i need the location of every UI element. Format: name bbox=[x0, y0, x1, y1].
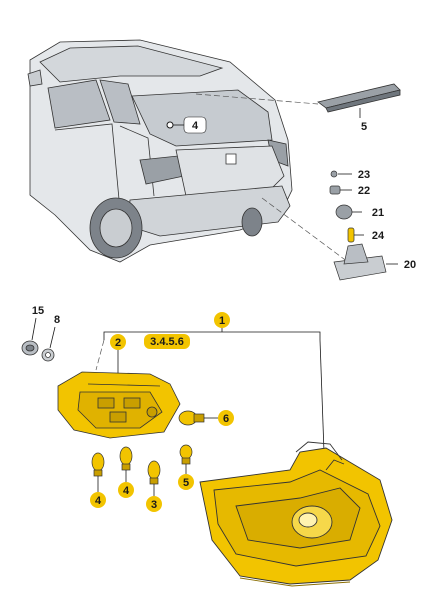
callout-21: 21 bbox=[352, 207, 384, 219]
svg-text:21: 21 bbox=[372, 207, 384, 219]
svg-text:22: 22 bbox=[358, 185, 370, 197]
washer-7 bbox=[41, 348, 55, 362]
svg-text:4: 4 bbox=[123, 485, 130, 497]
svg-text:20: 20 bbox=[404, 259, 416, 271]
svg-text:3.4.5.6: 3.4.5.6 bbox=[150, 336, 184, 348]
tail-lamp bbox=[199, 441, 393, 587]
callout-23: 23 bbox=[338, 169, 370, 181]
callout-15-label: 5 bbox=[361, 121, 367, 133]
callout-3: 3 bbox=[146, 484, 162, 512]
svg-text:24: 24 bbox=[372, 230, 385, 242]
bulb-carrier bbox=[57, 371, 181, 439]
callout-20: 20 bbox=[386, 259, 416, 271]
svg-text:5: 5 bbox=[183, 477, 189, 489]
brake-light-strip bbox=[317, 83, 401, 113]
svg-text:6: 6 bbox=[223, 413, 229, 425]
callout-24: 24 bbox=[354, 230, 385, 242]
svg-text:2: 2 bbox=[115, 337, 121, 349]
svg-text:1: 1 bbox=[219, 315, 225, 327]
callout-16-label: 4 bbox=[192, 120, 199, 132]
svg-text:23: 23 bbox=[358, 169, 370, 181]
car-illustration bbox=[27, 39, 293, 263]
bulb-6 bbox=[178, 410, 205, 426]
callout-22: 22 bbox=[340, 185, 370, 197]
bulb-3 bbox=[147, 460, 161, 485]
callout-4-left: 4 bbox=[90, 476, 106, 508]
callout-7: 8 bbox=[49, 314, 60, 349]
callout-6: 6 bbox=[204, 410, 234, 426]
callout-16: 4 bbox=[166, 116, 207, 134]
callout-8: 15 bbox=[31, 305, 44, 341]
svg-text:15: 15 bbox=[32, 305, 44, 317]
small-parts-stack bbox=[329, 170, 387, 281]
callout-1: 1 bbox=[214, 312, 230, 328]
svg-text:8: 8 bbox=[54, 314, 60, 326]
bulb-5 bbox=[179, 444, 193, 465]
bulb-4a bbox=[91, 452, 105, 477]
nut-8 bbox=[21, 340, 39, 356]
svg-text:3: 3 bbox=[151, 499, 157, 511]
callout-2: 2 bbox=[110, 334, 126, 376]
callout-5: 5 bbox=[178, 464, 194, 490]
svg-text:4: 4 bbox=[95, 495, 102, 507]
callout-4-right: 4 bbox=[118, 470, 134, 498]
group-label-3456: 3.4.5.6 bbox=[144, 334, 190, 349]
bulb-4b bbox=[119, 446, 133, 471]
